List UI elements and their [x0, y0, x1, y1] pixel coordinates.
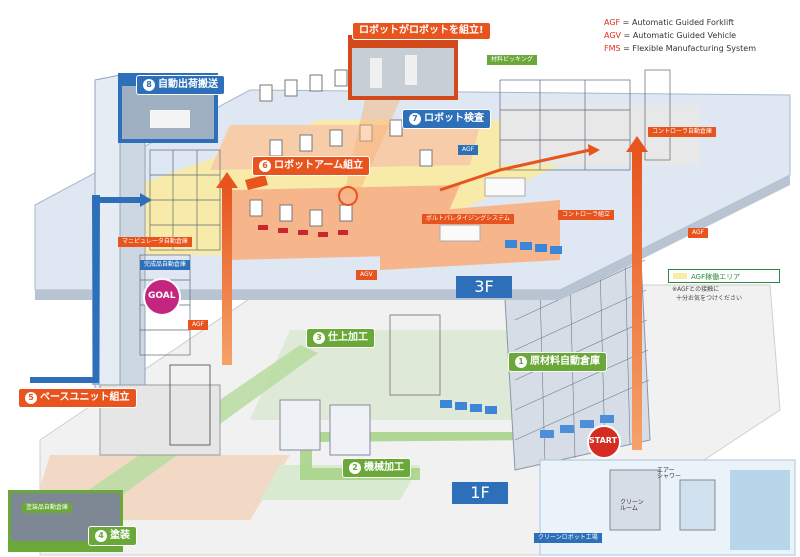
- step2-label: 機械加工: [364, 462, 404, 473]
- finished-warehouse-label: 完成品自動倉庫: [140, 260, 191, 270]
- floor-label-1f: 1F: [452, 482, 508, 504]
- start-badge: [587, 425, 621, 459]
- agf-area-note-2: 十分お気をつけください: [676, 295, 743, 302]
- agv-label: AGV: [356, 270, 377, 280]
- legend-agf: AGF = Automatic Guided Forklift: [604, 18, 735, 27]
- blue-crates-3f: [505, 240, 562, 254]
- step1-label: 原材料自動倉庫: [530, 356, 600, 367]
- clean-room-label: クリーン ルーム: [620, 499, 644, 512]
- robot-assembly-callout: ロボットがロボットを組立!: [352, 22, 491, 40]
- step7-label: ロボット検査: [424, 113, 484, 124]
- step4-number: 4: [95, 530, 107, 542]
- step6-number: 6: [259, 160, 271, 172]
- agf-area-legend: AGF稼働エリア: [668, 269, 780, 283]
- machine-tools: [279, 314, 441, 456]
- step1-number: 1: [515, 356, 527, 368]
- step3-label: 仕上加工: [328, 332, 368, 343]
- agf-label-3: AGF: [188, 320, 209, 330]
- step3-number: 3: [313, 332, 325, 344]
- bolt-palletizing-label: ボルトパレタイジングシステム: [422, 214, 514, 224]
- agf-area-swatch: [673, 273, 687, 279]
- legend-agv: AGV = Automatic Guided Vehicle: [604, 31, 737, 40]
- controller-assembly-label: コントローラ組立: [558, 210, 615, 220]
- air-shower-label: エアー シャワー: [657, 467, 682, 480]
- flow-arrows: [30, 136, 648, 450]
- step4-label: 塗装: [110, 530, 130, 541]
- step5-label: ベースユニット組立: [40, 392, 130, 403]
- blue-crates-1f: [440, 400, 497, 414]
- goal-badge: [143, 278, 181, 316]
- step5-number: 5: [25, 392, 37, 404]
- painted-warehouse-label: 塗装品自動倉庫: [22, 503, 73, 513]
- clean-factory-label: クリーンロボット工場: [534, 533, 602, 543]
- start-label: START: [589, 436, 618, 445]
- goal-label: GOAL: [148, 291, 176, 301]
- legend-fms: FMS = Flexible Manufacturing System: [604, 44, 757, 53]
- agf-label-2: AGF: [688, 228, 709, 238]
- photo-robot-assembly: [348, 35, 458, 100]
- step6-label: ロボットアーム組立: [274, 160, 364, 171]
- floor-label-3f: 3F: [456, 276, 512, 298]
- controller-warehouse-label: コントローラ自動倉庫: [648, 127, 717, 137]
- photo-clean-factory: [539, 459, 796, 556]
- step2-number: 2: [349, 462, 361, 474]
- material-picking-label: 材料ピッキング: [487, 55, 537, 65]
- manipulator-warehouse-label: マニピュレータ自動倉庫: [118, 237, 192, 247]
- agf-area-label: AGF稼働エリア: [691, 273, 741, 281]
- left-shaft: [94, 74, 146, 406]
- step8-number: 8: [143, 79, 155, 91]
- step7-number: 7: [409, 113, 421, 125]
- agf-label-1: AGF: [458, 145, 479, 155]
- step8-label: 自動出荷搬送: [158, 79, 218, 90]
- white-boxes: [439, 177, 526, 242]
- red-robot-carts: [258, 225, 348, 237]
- agf-area-note-1: ※AGFとの接触に: [672, 286, 720, 293]
